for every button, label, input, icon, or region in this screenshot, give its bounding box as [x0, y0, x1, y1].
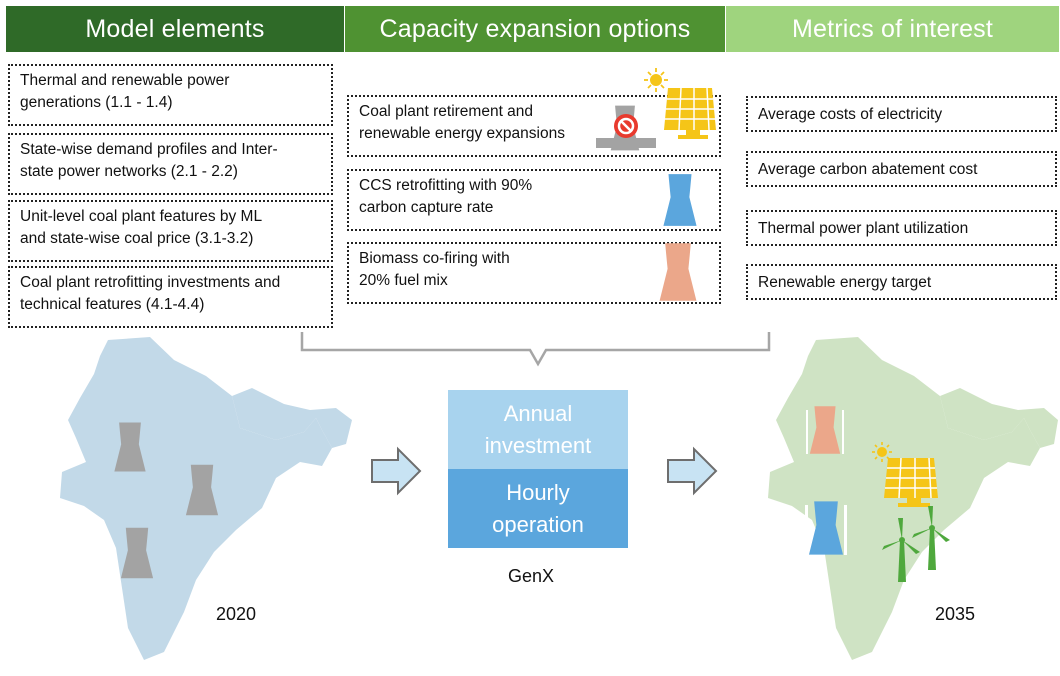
- ccs-plant-map-icon: [805, 501, 847, 555]
- capacity-option-3-line1: Biomass co-firing with: [359, 250, 510, 267]
- model-element-2-line1: State-wise demand profiles and Inter-: [20, 141, 278, 158]
- capacity-option-1-line1: Coal plant retirement and: [359, 103, 534, 120]
- capacity-option-1-line2: renewable energy expansions: [359, 125, 565, 142]
- model-element-3-line2: and state-wise coal price (3.1-3.2): [20, 230, 254, 247]
- model-element-box-1: Thermal and renewable power generations …: [8, 64, 333, 126]
- header-capacity-options: Capacity expansion options: [345, 6, 725, 52]
- biomass-plant-icon: [655, 243, 701, 301]
- model-element-box-4: Coal plant retrofitting investments and …: [8, 266, 333, 328]
- genx-bottom-line1: Hourly: [506, 479, 570, 505]
- year-label-2020: 2020: [216, 604, 257, 624]
- capacity-option-3-line2: 20% fuel mix: [359, 272, 448, 289]
- capacity-option-box-1: Coal plant retirement and renewable ener…: [347, 95, 721, 157]
- genx-top-line1: Annual: [503, 400, 573, 426]
- year-label-2035: 2035: [935, 604, 976, 624]
- model-element-box-3: Unit-level coal plant features by ML and…: [8, 200, 333, 262]
- coal-plant-retired-icon: [596, 105, 656, 151]
- metric-box-2: Average carbon abatement cost: [746, 151, 1057, 187]
- arrow-right-icon-2: [667, 446, 718, 496]
- genx-label: GenX: [508, 566, 555, 586]
- biomass-plant-map-icon: [806, 406, 844, 454]
- header-metrics: Metrics of interest: [726, 6, 1059, 52]
- genx-annual-investment: Annual investment: [448, 390, 628, 469]
- model-element-3-line1: Unit-level coal plant features by ML: [20, 208, 263, 225]
- solar-panel-icon: [664, 87, 716, 139]
- arrow-right-icon: [371, 446, 422, 496]
- model-element-4-line2: technical features (4.1-4.4): [20, 296, 205, 313]
- model-element-1-line2: generations (1.1 - 1.4): [20, 94, 173, 111]
- genx-hourly-operation: Hourly operation: [448, 469, 628, 548]
- model-element-box-2: State-wise demand profiles and Inter- st…: [8, 133, 333, 195]
- wind-turbine-icon-1: [882, 518, 920, 582]
- solar-panel-map-icon: [884, 457, 938, 507]
- wind-turbine-icon-2: [912, 506, 950, 570]
- capacity-option-box-3: Biomass co-firing with 20% fuel mix: [347, 242, 721, 304]
- header-model-elements: Model elements: [6, 6, 344, 52]
- model-element-2-line2: state power networks (2.1 - 2.2): [20, 163, 238, 180]
- model-element-4-line1: Coal plant retrofitting investments and: [20, 274, 281, 291]
- ccs-plant-icon: [658, 174, 703, 226]
- capacity-option-2-line1: CCS retrofitting with 90%: [359, 177, 533, 194]
- sun-icon: [644, 68, 668, 92]
- capacity-option-2-line2: carbon capture rate: [359, 199, 494, 216]
- genx-top-line2: investment: [484, 432, 592, 458]
- genx-bottom-line2: operation: [492, 511, 584, 537]
- bracket: [300, 332, 771, 367]
- india-map-2035: [768, 337, 1058, 660]
- metric-box-3: Thermal power plant utilization: [746, 210, 1057, 246]
- metric-box-4: Renewable energy target: [746, 264, 1057, 300]
- metric-box-1: Average costs of electricity: [746, 96, 1057, 132]
- model-element-1-line1: Thermal and renewable power: [20, 72, 230, 89]
